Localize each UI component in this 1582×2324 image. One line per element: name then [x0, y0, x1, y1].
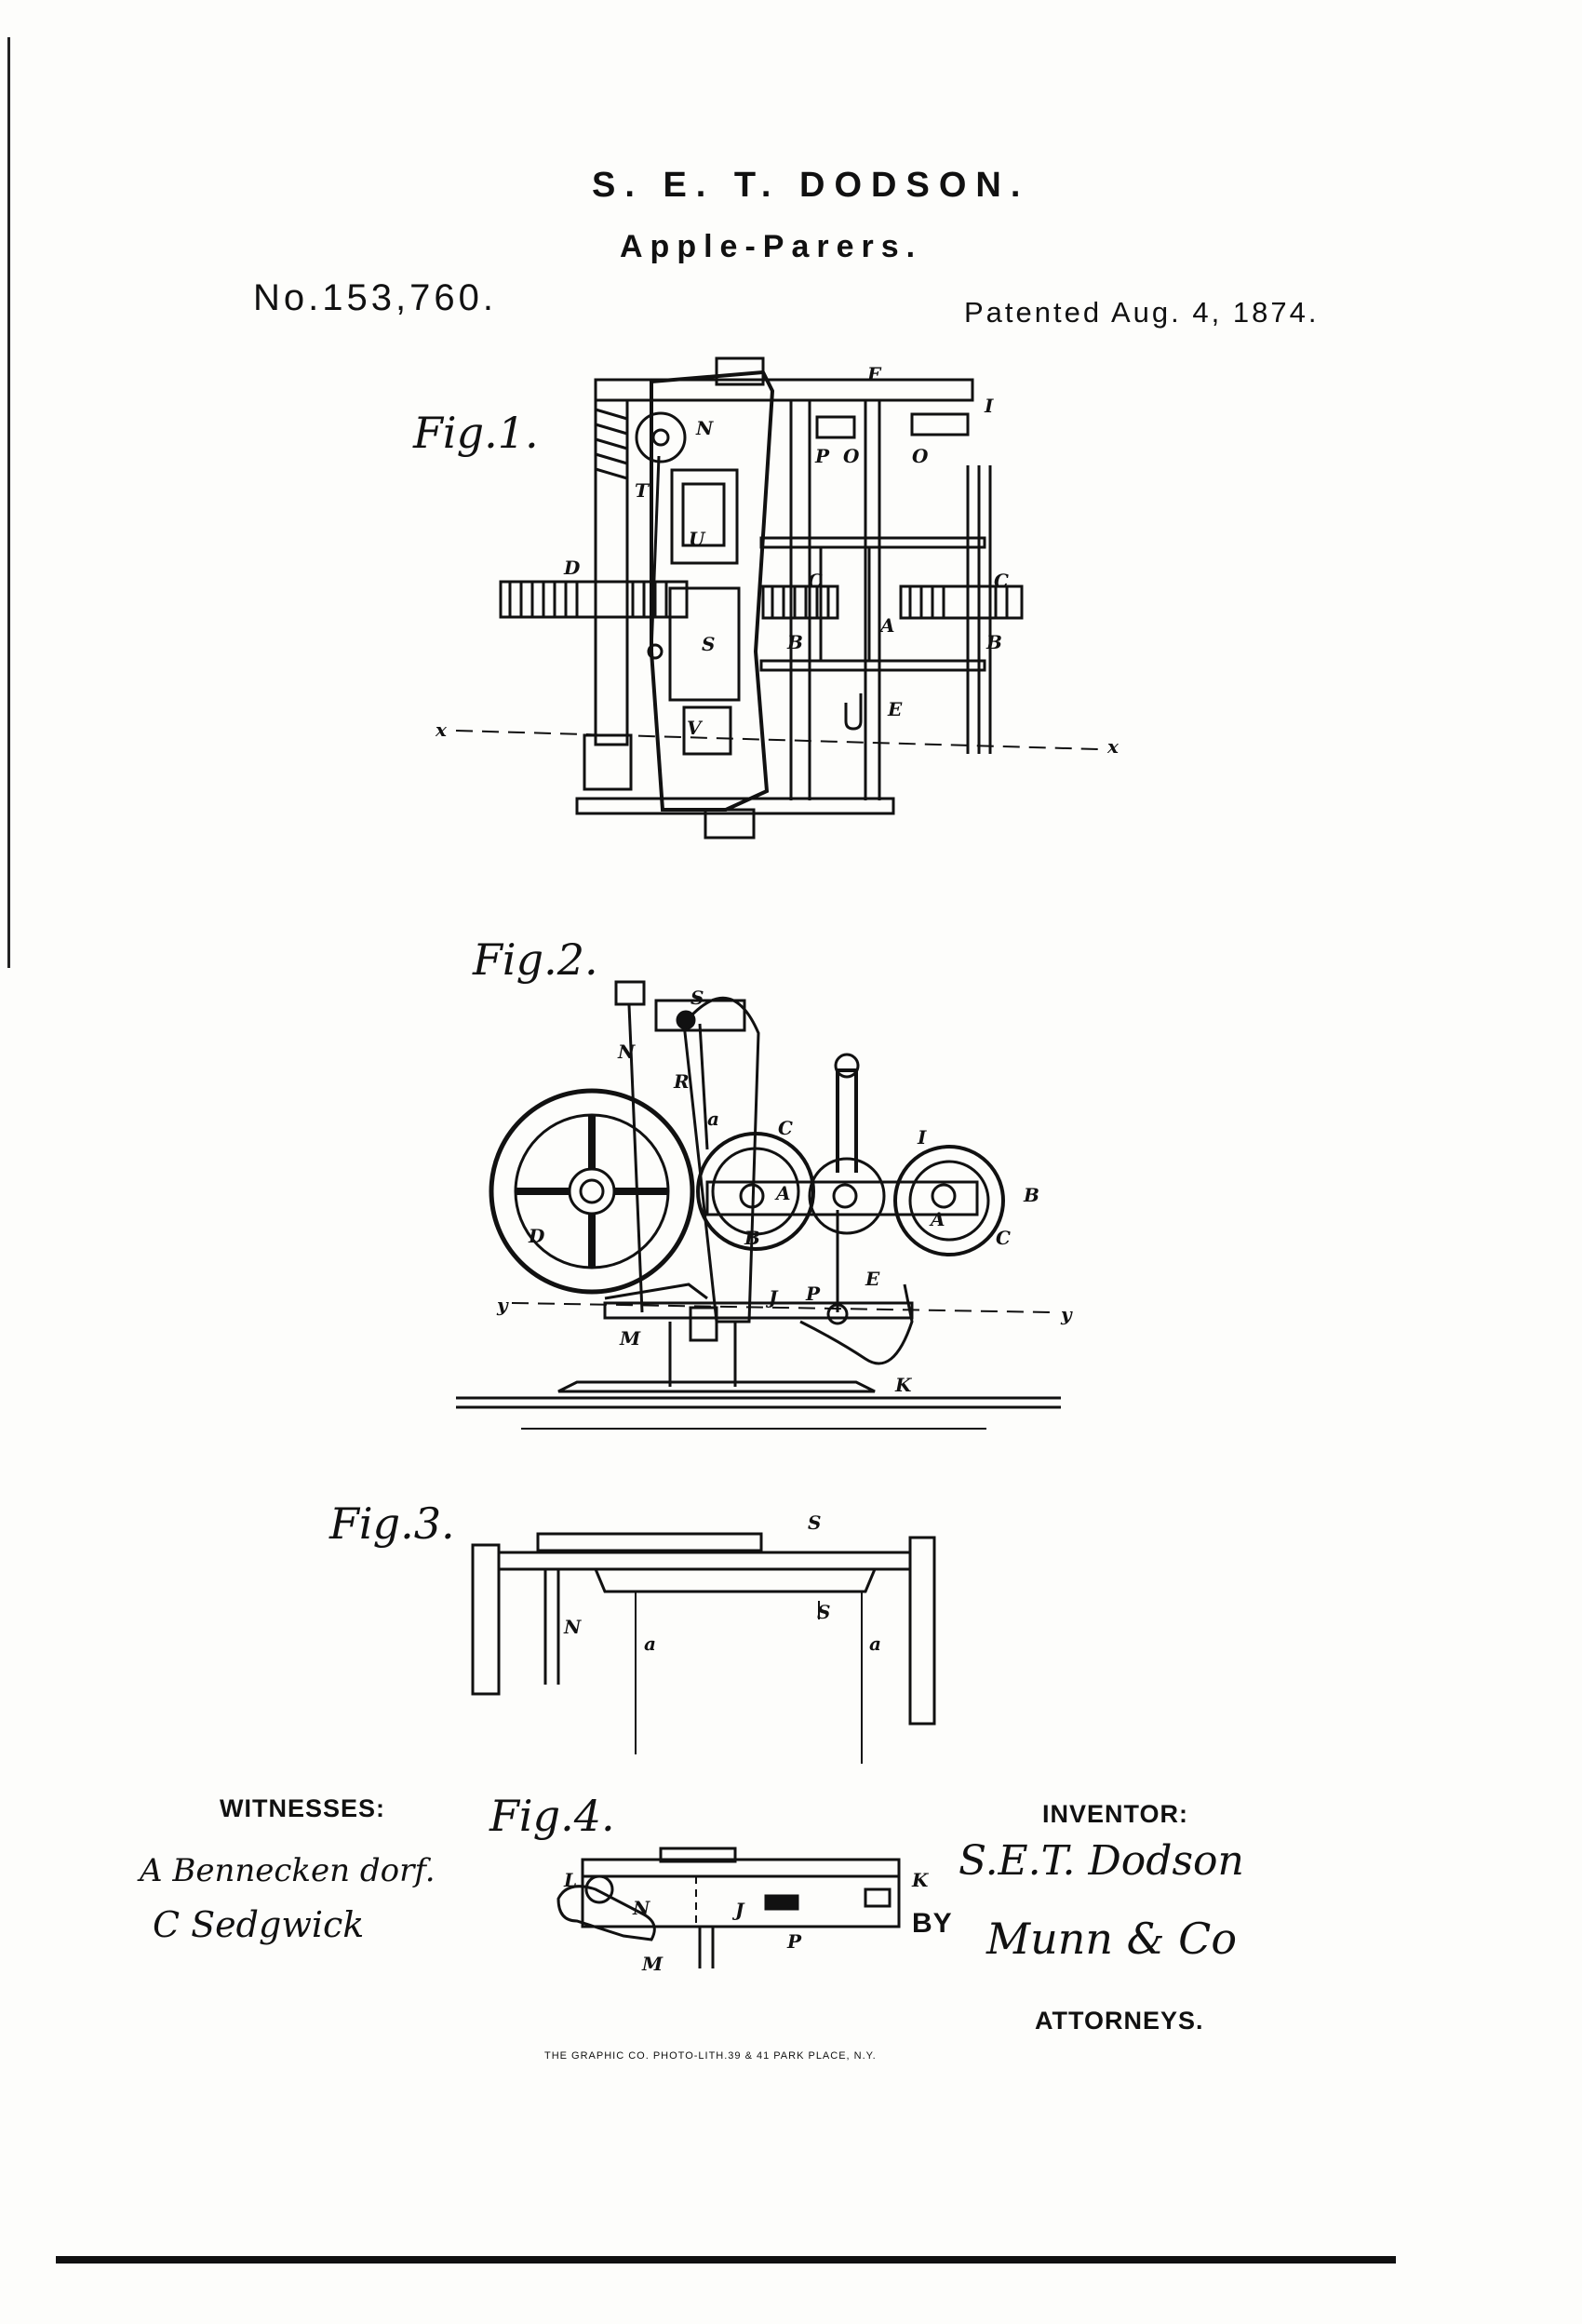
inventor-name: S. E. T. DODSON. — [592, 166, 1030, 205]
fig3-label: S — [817, 1601, 831, 1623]
fig3-caption: Fig.3. — [329, 1498, 455, 1549]
fig2-label: D — [529, 1225, 545, 1247]
witness-signature-2: C Sedgwick — [153, 1904, 365, 1945]
fig1-label: D — [564, 557, 581, 579]
fig2-label: y — [1061, 1303, 1072, 1325]
fig1-label: A — [880, 614, 895, 637]
fig2-label: I — [918, 1126, 927, 1149]
fig1-label: I — [985, 395, 994, 417]
fig2-label: R — [674, 1070, 690, 1093]
attorneys-signature: Munn & Co — [986, 1914, 1238, 1964]
fig2-label: N — [618, 1041, 636, 1063]
lithographer-imprint: THE GRAPHIC CO. PHOTO-LITH.39 & 41 PARK … — [544, 2050, 877, 2062]
fig2-label: y — [497, 1294, 508, 1316]
fig2-label: C — [778, 1117, 793, 1139]
fig2-label: A — [776, 1182, 791, 1204]
fig4-label: P — [787, 1930, 802, 1953]
witnesses-label: WITNESSES: — [220, 1794, 386, 1822]
fig1-label: P — [815, 445, 830, 467]
fig2-label: B — [744, 1227, 760, 1249]
fig2-label: C — [996, 1227, 1011, 1249]
fig4-label: L — [564, 1869, 578, 1891]
fig2-caption: Fig.2. — [473, 934, 598, 985]
fig1-label: x — [436, 719, 447, 741]
fig4-label: K — [912, 1869, 929, 1891]
patent-date: Patented Aug. 4, 1874. — [964, 296, 1320, 329]
patent-number: No.153,760. — [253, 277, 497, 318]
fig1-label: B — [787, 631, 803, 653]
scan-edge-left — [7, 37, 10, 968]
attorneys-label: ATTORNEYS. — [1035, 2007, 1204, 2035]
fig1-label: E — [888, 698, 903, 720]
fig3-label: N — [564, 1616, 582, 1638]
fig1-label: O — [843, 445, 860, 467]
fig1-label: O — [912, 445, 929, 467]
fig1-caption: Fig.1. — [413, 408, 539, 458]
patent-title: Apple-Parers. — [620, 229, 923, 264]
fig2-label: E — [865, 1268, 880, 1290]
fig4-label: M — [642, 1953, 664, 1975]
fig1-label: T — [635, 479, 649, 502]
fig1-label: N — [696, 417, 714, 439]
fig4-caption: Fig.4. — [489, 1791, 615, 1841]
fig4-label: N — [633, 1897, 650, 1919]
fig1-label: U — [689, 528, 705, 550]
fig2-label: B — [1024, 1184, 1039, 1206]
fig1-label: x — [1107, 735, 1119, 758]
fig1-label: C — [994, 570, 1009, 592]
fig2-label: K — [895, 1374, 912, 1396]
fig3-label: a — [869, 1632, 881, 1655]
fig1-label: B — [986, 631, 1002, 653]
fig2-label: S — [690, 987, 704, 1009]
scan-edge-bottom — [56, 2256, 1396, 2264]
fig1-label: C — [808, 570, 823, 592]
fig3-label: a — [644, 1632, 656, 1655]
fig2-label: a — [707, 1108, 719, 1130]
fig2-label: M — [620, 1327, 641, 1350]
fig2-label: P — [806, 1283, 821, 1305]
fig2-label: A — [931, 1208, 945, 1230]
fig1-label: V — [687, 717, 702, 739]
inventor-label: INVENTOR: — [1042, 1800, 1189, 1828]
inventor-signature: S.E.T. Dodson — [959, 1837, 1244, 1885]
fig2-label: J — [769, 1286, 778, 1309]
witness-signature-1: A Bennecken dorf. — [140, 1852, 436, 1889]
fig3-label: S — [808, 1511, 822, 1534]
by-label: BY — [912, 1908, 953, 1939]
fig1-label: F — [867, 363, 881, 385]
fig4-label: J — [735, 1899, 744, 1921]
fig1-label: S — [702, 633, 716, 655]
